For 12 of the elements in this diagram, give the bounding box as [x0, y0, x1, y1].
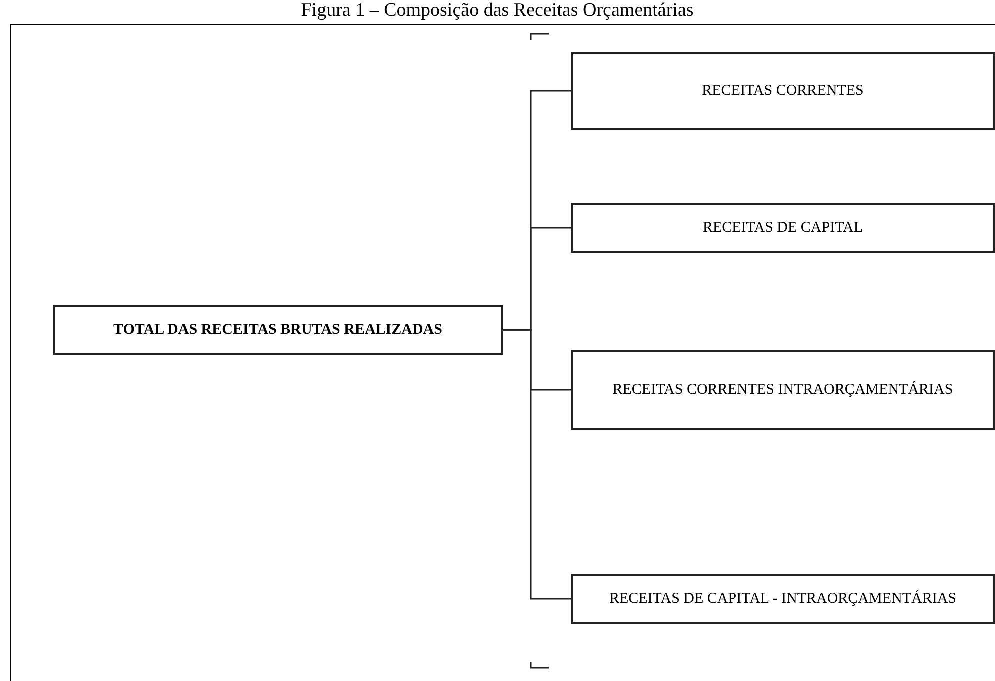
box-label: RECEITAS CORRENTES [702, 82, 864, 101]
text-box [571, 350, 995, 430]
text-box [571, 203, 995, 253]
text-box [571, 52, 995, 130]
figure-title: Figura 1 – Composição das Receitas Orçamentárias [300, 0, 695, 22]
box-label: RECEITAS DE CAPITAL [702, 219, 864, 238]
bracket-connector [503, 329, 571, 600]
box-label: RECEITAS DE CAPITAL - INTRAORÇAMENTÁRIAS [609, 589, 957, 609]
box-label: RECEITAS CORRENTES INTRAORÇAMENTÁRIAS [612, 380, 954, 400]
text-box [53, 305, 503, 355]
box-label: TOTAL DAS RECEITAS BRUTAS REALIZADAS [114, 321, 442, 340]
text-box [571, 574, 995, 624]
